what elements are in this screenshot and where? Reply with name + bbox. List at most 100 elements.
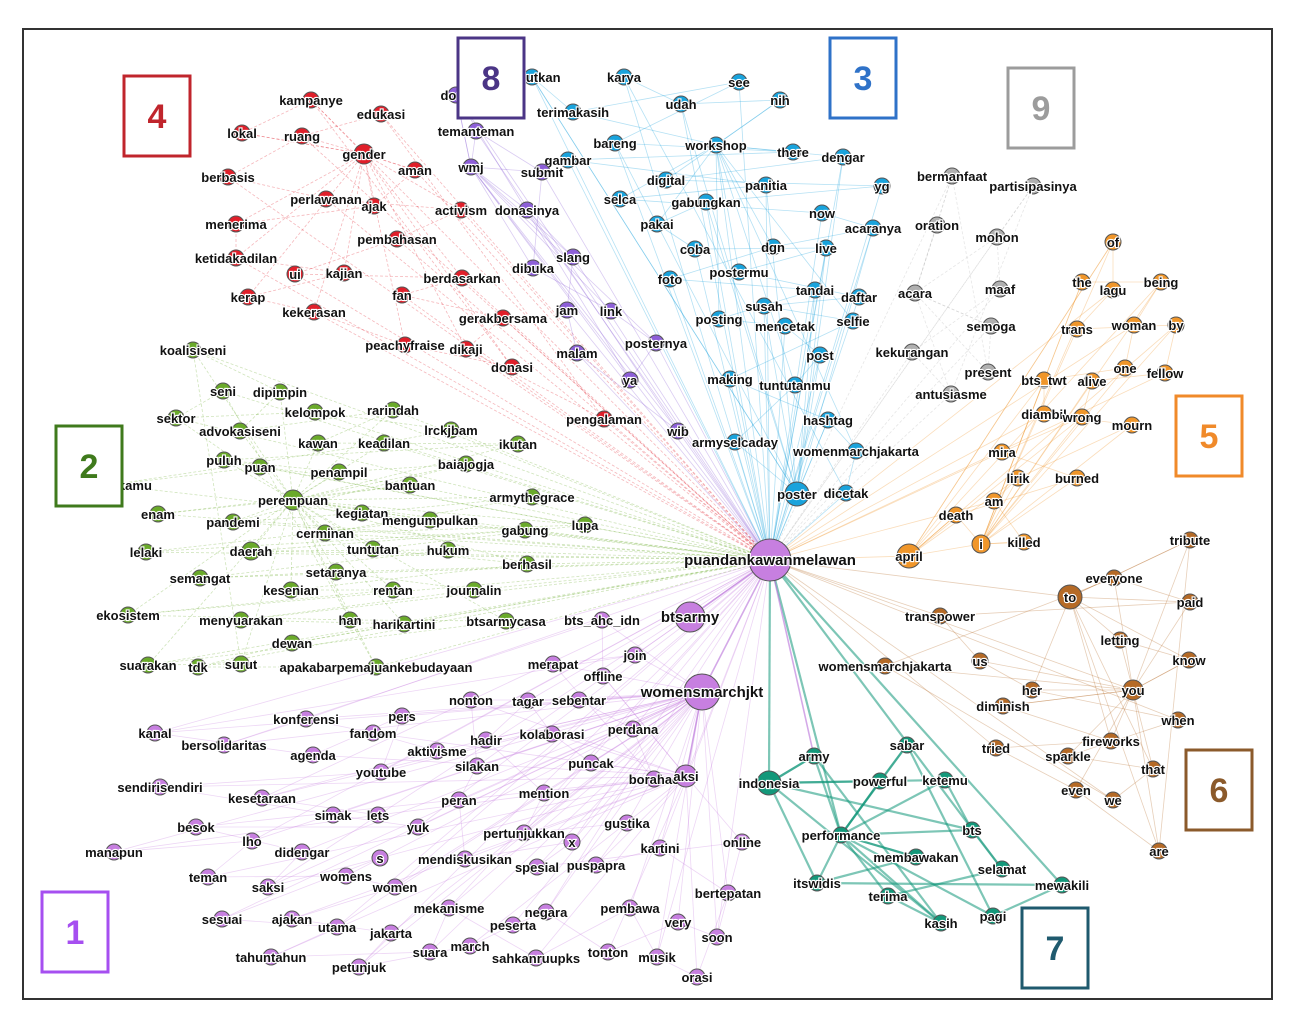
graph-edge [383,429,452,444]
cluster-label-9: 9 [1006,66,1076,150]
graph-edge [769,325,786,561]
node-trans: trans [1060,320,1094,338]
node-circle [674,764,698,788]
node-circle [1057,584,1083,610]
node-manapun: manapun [84,843,144,861]
node-womens: womens [318,867,373,885]
node-circle [982,317,1000,335]
graph-edge [908,379,1045,557]
node-label: diambil [1021,407,1067,422]
node-circle [757,176,775,194]
node-powerful: powerful [852,772,908,790]
node-circle [440,899,458,917]
node-circle [421,511,439,529]
graph-edge [1069,539,1191,598]
graph-edge [1113,577,1191,603]
node-baiajogja: baiajogja [437,455,496,473]
graph-edge [840,834,994,917]
node-circle [1009,469,1027,487]
graph-edge [250,550,771,561]
node-ketemu: ketemu [921,771,969,789]
node-tandai: tandai [795,281,835,299]
node-postermu: postermu [708,263,770,281]
node-label: hadir [470,733,502,748]
node-circle [282,581,300,599]
node-circle [293,127,311,145]
node-circle [1167,316,1185,334]
node-label: apakabarpemajuankebudayaan [280,660,473,675]
graph-edge [195,775,687,828]
graph-edge [147,559,771,666]
graph-edge [1158,539,1191,852]
graph-edge [552,663,703,693]
graph-edge [763,305,771,561]
node-label: jam [555,303,578,318]
node-circle [1104,281,1122,299]
node-label: womensmarchjkt [640,684,764,701]
graph-edge [614,142,771,561]
node-koalisiseni: koalisiseni [159,341,227,359]
node-workshop: workshop [683,136,748,154]
graph-edge [715,144,796,386]
graph-edge [470,166,534,269]
node-label: menerima [205,217,267,232]
node-circle [457,455,475,473]
node-label: mekanisme [414,901,485,916]
graph-edge [159,786,334,816]
graph-edge [1119,639,1190,661]
node-membawakan: membawakan [872,848,960,866]
node-foto: foto [657,270,683,288]
node-circle [421,943,439,961]
node-label: aktivisme [407,744,466,759]
node-label: puncak [568,756,614,771]
graph-edge [768,782,942,924]
node-tonton: tonton [587,943,629,961]
graph-edge [767,559,772,784]
node-yg: yg [873,177,891,195]
node-kesenian: kesenian [262,581,320,599]
node-label: hashtag [803,413,853,428]
graph-edge [292,499,374,550]
graph-edge [1002,689,1134,707]
node-coba: coba [679,240,712,258]
graph-edge [223,691,703,746]
node-circle [819,411,837,429]
graph-edge [227,135,303,178]
node-circle [462,158,480,176]
node-tribute: tribute [1169,531,1211,549]
node-label: mention [519,786,570,801]
node-gustika: gustika [603,814,652,832]
node-circle [847,442,865,460]
graph-edge [602,675,687,777]
node-label: to [1064,590,1076,605]
node-circle [906,284,924,302]
node-label: lirik [1006,471,1030,486]
node-present: present [963,363,1013,381]
node-apakabarpemajuankebudayaan: apakabarpemajuankebudayaan [278,658,474,676]
node-label: performance [802,828,881,843]
node-label: journalin [446,583,502,598]
node-susah: susah [744,297,784,315]
node-silakan: silakan [454,757,500,775]
graph-edge [623,76,771,561]
node-circle [119,606,137,624]
node-join: join [621,646,648,664]
node-the: the [1071,273,1093,291]
node-label: aman [398,163,432,178]
graph-edge [603,418,771,561]
graph-edge [768,559,843,836]
node-circle [1068,469,1086,487]
cluster-label-2: 2 [54,424,124,508]
node-lagu: lagu [1099,281,1128,299]
graph-edge [301,135,365,155]
node-soon: soon [700,928,734,946]
node-rentan: rentan [372,581,414,599]
graph-edge [523,559,771,834]
node-daerah: daerah [229,541,273,561]
node-label: daerah [230,544,273,559]
graph-edge [729,378,771,561]
node-being: being [1143,273,1179,291]
node-label: udah [665,97,696,112]
node-label: yuk [407,820,430,835]
graph-edge [906,744,994,917]
